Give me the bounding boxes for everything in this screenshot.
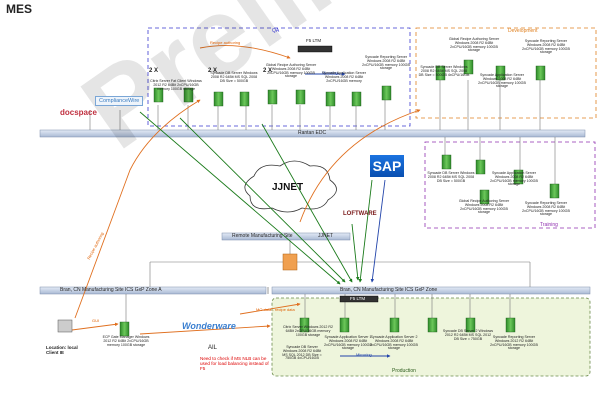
production-zone <box>271 297 591 377</box>
qa-global-spec: Global Recipe Authoring Server Windows 2… <box>265 63 317 79</box>
server-icon <box>325 91 336 107</box>
firewall-icon <box>282 253 298 271</box>
multiplier-1: 2 X <box>149 68 159 74</box>
orange-flows <box>71 45 421 335</box>
server-icon <box>495 65 506 81</box>
loftware-logo: LOFTWARE <box>343 211 377 217</box>
server-icon <box>239 91 250 107</box>
server-icon <box>479 189 490 205</box>
training-db-spec: Syncade DB Server Windows 2008 R2 64Bit … <box>427 171 475 183</box>
server-icon <box>213 91 224 107</box>
server-icon <box>463 59 474 75</box>
training-global-spec: Global Recipe Authoring Server Windows 2… <box>458 199 510 215</box>
server-icon <box>183 87 194 103</box>
qa-reporting-spec: Syncade Reporting Server Windows 2008 R2… <box>362 55 410 71</box>
server-icon <box>549 183 560 199</box>
wonderware-logo: Wonderware <box>182 321 236 331</box>
server-icon <box>435 65 446 81</box>
multiplier-3: 2 X <box>263 68 273 74</box>
f5-qa-device <box>297 45 333 53</box>
qa-zone-label: QA <box>272 28 280 34</box>
prod-app2-spec: Syncade Application Server 2 Windows 200… <box>370 335 418 351</box>
server-icon <box>339 317 350 333</box>
network-links <box>89 80 556 330</box>
prod-app1-spec: Syncade Application Server 1 Windows 200… <box>324 335 372 351</box>
server-icon <box>513 169 524 185</box>
training-zone-label: Training <box>540 222 558 228</box>
remote-site-tag: JJNET <box>318 233 333 239</box>
jjnet-cloud <box>244 160 337 213</box>
qa-citrix-spec: Citrix Server Fat Client Windows 2012 R2… <box>150 79 202 91</box>
qa-db-spec: Syncade DB Server Windows 2008 R2 64Bit … <box>210 71 258 83</box>
dev-db-spec: Syncade DB Server Windows 2008 R2 64Bit … <box>418 65 470 77</box>
server-icon <box>389 317 400 333</box>
bran-site-bar <box>39 286 267 295</box>
prod-db2-spec: Syncade DB Server 2 Windows 2012 R2 64Bi… <box>442 329 494 341</box>
green-flows <box>139 111 373 285</box>
qa-zone <box>147 27 411 127</box>
blue-flows <box>305 72 391 358</box>
prod-citrix-spec: Citrix Server Windows 2012 R2 64Bit 2xCP… <box>283 325 333 337</box>
production-zone-label: Production <box>392 368 416 374</box>
sap-logo: SAP <box>370 155 404 177</box>
recipe-authoring-label: Recipe authoring <box>210 40 241 45</box>
f5-qa-label: F5 LTM <box>306 38 322 43</box>
prod-db-spec: Syncade DB Server Windows 2008 R2 64Bit … <box>282 345 322 361</box>
gui-label: GUI <box>92 318 100 323</box>
server-icon <box>475 159 486 175</box>
dev-global-spec: Global Recipe Authoring Server Windows 2… <box>448 37 500 53</box>
f5-note: Need to check if MS NLB can be used for … <box>200 356 269 372</box>
cloud-label: JJNET <box>272 182 304 193</box>
server-icon <box>119 321 130 337</box>
remote-site-bar <box>221 232 351 241</box>
server-icon <box>381 85 392 101</box>
server-icon <box>267 89 278 105</box>
ecp-spec: ECP Gate Manager Windows 2012 R2 64Bit 2… <box>102 335 150 347</box>
f5-prod-label: F5 LTM <box>350 296 366 301</box>
dev-reporting-spec: Syncade Reporting Server Windows 2008 R2… <box>522 39 570 55</box>
training-app-spec: Syncade Application Server Windows 2008 … <box>490 171 538 187</box>
dev-app-spec: Syncade Application Server Windows 2008 … <box>478 73 526 89</box>
docspace-logo: docspace <box>60 108 97 117</box>
mirroring-prod-label: Mirroring <box>356 352 372 357</box>
ail-label: AIL <box>208 345 218 351</box>
f5-prod-device <box>339 295 379 303</box>
bran-site-label: Bran, CN Manufacturing Site ICS GxP Zone… <box>60 287 162 293</box>
rantan-edc-bar <box>39 129 586 138</box>
client-pc-icon <box>57 319 73 333</box>
development-zone-label: Development <box>508 28 538 34</box>
server-icon <box>505 317 516 333</box>
rantan-edc-label: Rantan EDC <box>298 130 327 136</box>
server-group <box>119 59 560 337</box>
compliancewire-logo: ComplianceWire <box>95 96 144 106</box>
qa-app-spec: Syncade Application Server Windows 2008 … <box>322 71 366 83</box>
server-icon <box>535 65 546 81</box>
server-icon <box>465 317 476 333</box>
training-reporting-spec: Syncade Reporting Server Windows 2008 R2… <box>522 201 570 217</box>
prod-reporting-spec: Syncade Reporting Server Windows 2012 R2… <box>490 335 538 351</box>
mo-data-label: MO data - recipe data <box>256 307 295 312</box>
remote-site-label: Remote Manufacturing Site <box>232 233 293 239</box>
server-icon <box>153 87 164 103</box>
page-title: MES <box>6 2 33 16</box>
server-icon <box>441 154 452 170</box>
main-site-label: Bran, CN Manufacturing Site ICS GxP Zone <box>340 287 438 293</box>
training-zone <box>424 141 596 229</box>
mirroring-qa-label: Mirroring <box>322 70 338 75</box>
client-location-label: Location: local Client IE <box>46 345 78 355</box>
server-icon <box>295 89 306 105</box>
server-icon <box>351 91 362 107</box>
multiplier-2: 2 X <box>208 68 218 74</box>
server-icon <box>427 317 438 333</box>
server-icon <box>299 317 310 333</box>
main-site-bar <box>271 286 591 295</box>
development-zone <box>415 27 597 119</box>
